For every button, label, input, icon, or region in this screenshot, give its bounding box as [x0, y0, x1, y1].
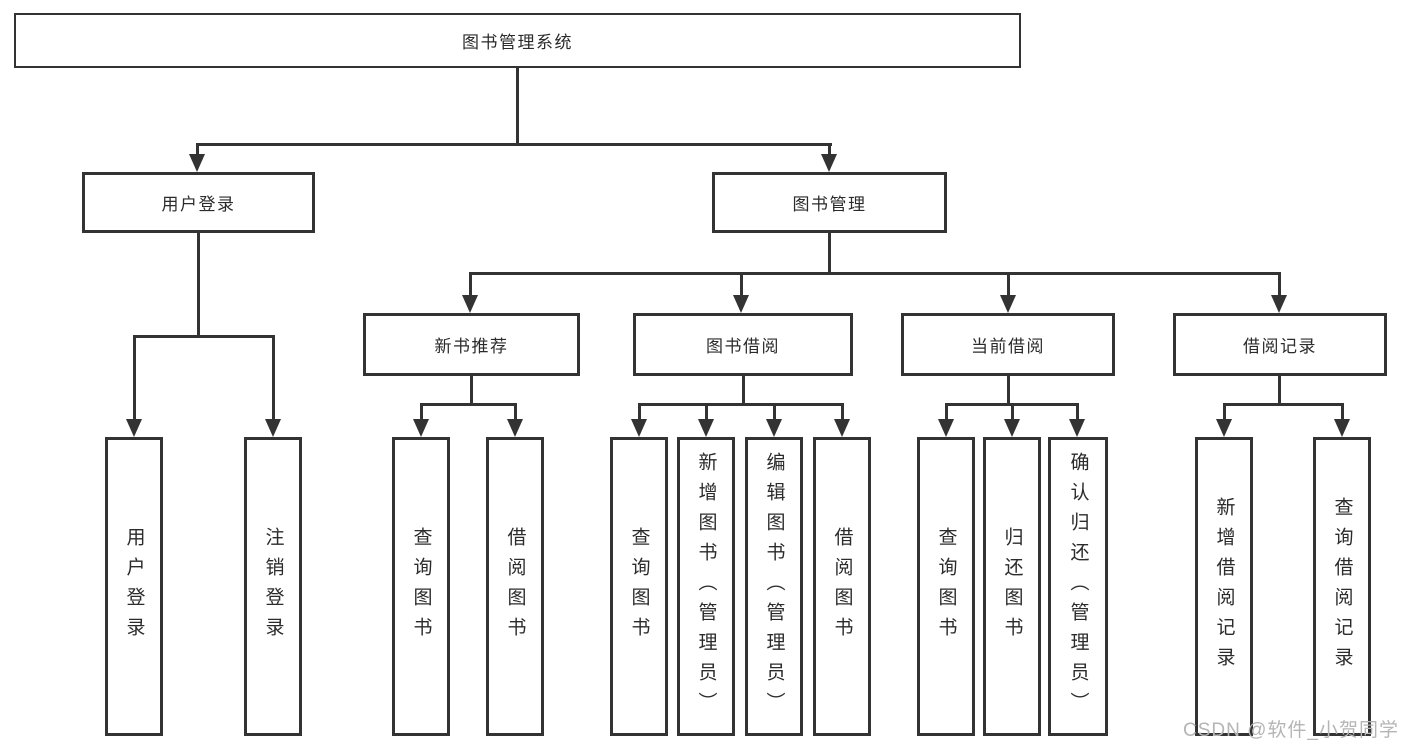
node-borrow-records-label: 借阅记录: [1243, 337, 1317, 356]
connector-line: [828, 231, 831, 275]
arrow-down-icon: [413, 419, 429, 437]
leaf-current-query-books-label: 查询图书: [935, 526, 957, 647]
node-borrow-records: 借阅记录: [1173, 313, 1387, 376]
arrow-down-icon: [507, 419, 523, 437]
connector-line: [1278, 272, 1281, 298]
connector-line: [133, 335, 275, 338]
leaf-recommend-query-books-label: 查询图书: [410, 526, 432, 647]
arrow-down-icon: [1004, 419, 1020, 437]
leaf-current-return-books-label: 归还图书: [1001, 526, 1023, 647]
leaf-current-query-books: 查询图书: [917, 437, 975, 736]
connector-line: [1341, 403, 1344, 422]
node-root: 图书管理系统: [14, 13, 1021, 68]
leaf-recommend-query-books: 查询图书: [392, 437, 450, 736]
arrow-down-icon: [126, 419, 142, 437]
node-book-management-label: 图书管理: [792, 195, 867, 214]
node-book-management: 图书管理: [712, 172, 947, 233]
node-root-label: 图书管理系统: [462, 33, 573, 52]
connector-line: [1007, 272, 1010, 298]
leaf-borrow-edit-books-admin-label: 编辑图书（管理员）: [763, 451, 785, 722]
arrow-down-icon: [1271, 295, 1287, 313]
csdn-watermark: CSDN @软件_小贺同学: [1183, 720, 1399, 741]
connector-line: [197, 231, 200, 337]
arrow-down-icon: [733, 295, 749, 313]
leaf-borrow-edit-books-admin: 编辑图书（管理员）: [745, 437, 803, 736]
node-user-login-label: 用户登录: [161, 195, 236, 214]
arrow-down-icon: [1069, 419, 1085, 437]
connector-line: [742, 374, 745, 405]
connector-line: [638, 403, 844, 406]
arrow-down-icon: [189, 154, 205, 172]
leaf-current-confirm-return-admin: 确认归还（管理员）: [1048, 437, 1108, 736]
leaf-borrow-borrow-books-label: 借阅图书: [831, 526, 853, 647]
connector-line: [420, 403, 423, 422]
leaf-recommend-borrow-books-label: 借阅图书: [504, 526, 526, 647]
leaf-borrow-query-books-label: 查询图书: [628, 526, 650, 647]
arrow-down-icon: [821, 154, 837, 172]
leaf-logout: 注销登录: [244, 437, 302, 736]
connector-line: [1011, 403, 1014, 422]
connector-line: [773, 403, 776, 422]
connector-line: [841, 403, 844, 422]
connector-line: [945, 403, 948, 422]
leaf-borrow-add-books-admin-label: 新增图书（管理员）: [695, 451, 717, 722]
leaf-current-confirm-return-admin-label: 确认归还（管理员）: [1067, 451, 1089, 722]
leaf-logout-label: 注销登录: [262, 526, 284, 647]
arrow-down-icon: [834, 419, 850, 437]
node-book-borrowing: 图书借阅: [633, 313, 853, 376]
arrow-down-icon: [1000, 295, 1016, 313]
connector-line: [470, 374, 473, 405]
connector-line: [705, 403, 708, 422]
node-current-borrowing: 当前借阅: [901, 313, 1115, 376]
connector-line: [514, 403, 517, 422]
arrow-down-icon: [265, 419, 281, 437]
leaf-user-login: 用户登录: [105, 437, 163, 736]
connector-line: [196, 143, 832, 146]
leaf-borrow-query-books: 查询图书: [610, 437, 668, 736]
connector-line: [828, 143, 831, 157]
connector-line: [1278, 374, 1281, 405]
connector-line: [469, 272, 472, 298]
leaf-records-query-borrow-record: 查询借阅记录: [1313, 437, 1371, 736]
connector-line: [272, 335, 275, 423]
leaf-recommend-borrow-books: 借阅图书: [486, 437, 544, 736]
connector-line: [1076, 403, 1079, 422]
arrow-down-icon: [631, 419, 647, 437]
connector-line: [1007, 374, 1010, 405]
connector-line: [469, 272, 1281, 275]
leaf-current-return-books: 归还图书: [983, 437, 1041, 736]
leaf-records-add-borrow-record: 新增借阅记录: [1195, 437, 1253, 736]
leaf-user-login-label: 用户登录: [123, 526, 145, 647]
connector-line: [638, 403, 641, 422]
node-user-login: 用户登录: [82, 172, 315, 233]
arrow-down-icon: [766, 419, 782, 437]
connector-line: [1223, 403, 1226, 422]
connector-line: [1223, 403, 1343, 406]
leaf-borrow-add-books-admin: 新增图书（管理员）: [677, 437, 735, 736]
connector-line: [740, 272, 743, 298]
node-new-book-recommend: 新书推荐: [363, 313, 580, 376]
arrow-down-icon: [462, 295, 478, 313]
arrow-down-icon: [698, 419, 714, 437]
connector-line: [133, 335, 136, 423]
node-current-borrowing-label: 当前借阅: [971, 337, 1045, 356]
leaf-records-add-borrow-record-label: 新增借阅记录: [1213, 496, 1235, 677]
connector-line: [516, 66, 519, 146]
arrow-down-icon: [1216, 419, 1232, 437]
leaf-records-query-borrow-record-label: 查询借阅记录: [1331, 496, 1353, 677]
connector-line: [196, 143, 199, 157]
connector-line: [420, 403, 516, 406]
arrow-down-icon: [1334, 419, 1350, 437]
node-book-borrowing-label: 图书借阅: [706, 337, 780, 356]
arrow-down-icon: [938, 419, 954, 437]
leaf-borrow-borrow-books: 借阅图书: [813, 437, 871, 736]
node-new-book-recommend-label: 新书推荐: [434, 337, 509, 356]
